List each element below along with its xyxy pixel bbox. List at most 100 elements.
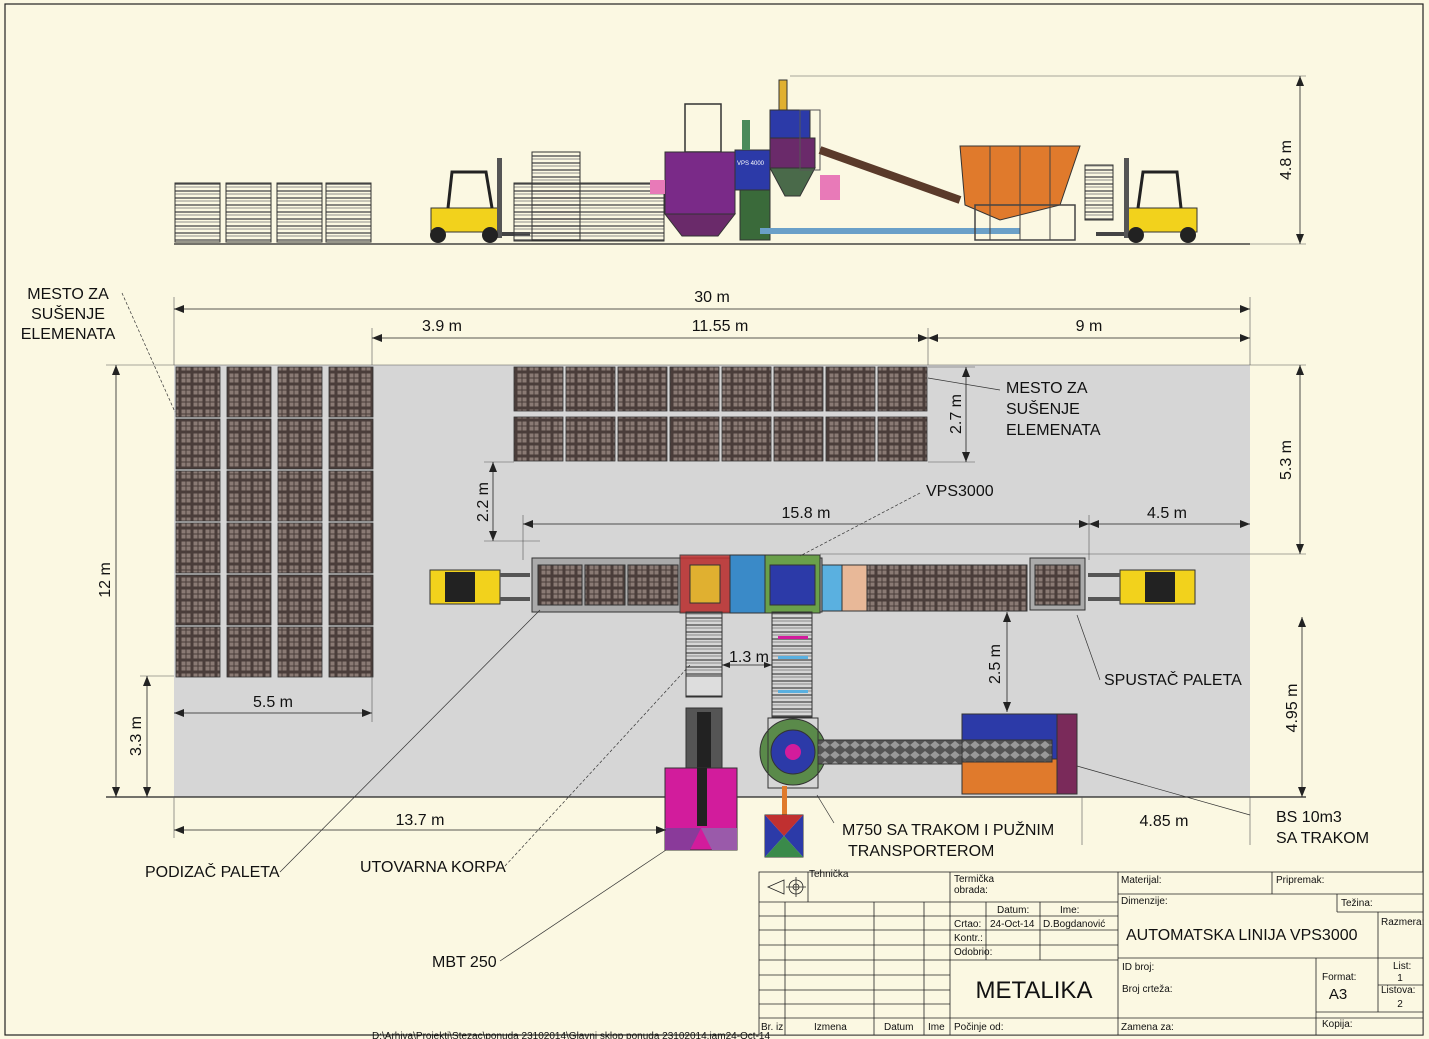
dim-label-seg-2: 11.55 m (692, 318, 749, 335)
tb-tech-label: Tehnička (809, 869, 849, 880)
pallet (328, 470, 374, 522)
pallet (328, 522, 374, 574)
tb-sheets-label: Listova: (1381, 985, 1415, 996)
plan-view: 30 m 3.9 m 11.55 m 9 m 12 m 2.7 m (21, 286, 1369, 971)
label-basket: UTOVARNA KORPA (360, 859, 506, 876)
pallet (175, 366, 221, 418)
tb-rev-no: Br. iz (761, 1022, 783, 1033)
pallet (175, 522, 221, 574)
dim-label-seg-3: 9 m (1076, 318, 1103, 335)
dim-mixer-gap: 1.3 m (722, 649, 772, 668)
pallet (328, 418, 374, 470)
label-drying-left-3: ELEMENATA (21, 326, 116, 343)
pallet (277, 418, 323, 470)
tb-change: Izmena (814, 1022, 847, 1033)
bin-bs10 (961, 713, 1078, 795)
tb-format-value: A3 (1329, 986, 1347, 1003)
pallet (721, 416, 772, 462)
label-lifter: PODIZAČ PALETA (145, 862, 280, 881)
pallet (565, 416, 616, 462)
dim-label-bottom-left: 13.7 m (396, 812, 445, 829)
dim-label-right-gap: 4.5 m (1147, 505, 1187, 522)
pallet (877, 366, 928, 412)
tb-title: AUTOMATSKA LINIJA VPS3000 (1126, 927, 1358, 944)
pallet (669, 416, 720, 462)
dim-label-bin-gap: 2.5 m (987, 644, 1004, 684)
dim-label-seg-1: 3.9 m (422, 318, 462, 335)
pallet (277, 626, 323, 678)
dim-line-length: 15.8 m 4.5 m (522, 505, 1250, 560)
production-line (429, 554, 1196, 614)
label-drying-right-3: ELEMENATA (1006, 422, 1101, 439)
dim-label-rack-depth: 2.7 m (948, 394, 965, 434)
pallet (226, 626, 272, 678)
dim-label-upper-gap: 5.3 m (1278, 440, 1295, 480)
dim-bin-gap: 2.5 m (987, 612, 1011, 712)
label-drying-left-1: MESTO ZA (27, 286, 109, 303)
dim-upper-gap: 5.3 m (820, 365, 1306, 555)
side-pallet-stacks-left (174, 182, 372, 243)
pallet (669, 366, 720, 412)
side-elevation: VPS 4000 (174, 75, 1306, 245)
basket-conveyor (685, 611, 723, 769)
screw-conveyor (817, 739, 964, 765)
pallet (328, 366, 374, 418)
side-rack-right (1084, 164, 1114, 221)
tb-weight: Težina: (1341, 898, 1373, 909)
pallet (175, 470, 221, 522)
pallet (721, 366, 772, 412)
drying-racks-top (513, 366, 928, 462)
tb-material: Materijal: (1121, 875, 1162, 886)
tb-dimensions: Dimenzije: (1121, 896, 1168, 907)
tb-date-label: Datum: (997, 905, 1029, 916)
label-drying-right-1: MESTO ZA (1006, 380, 1088, 397)
dim-bottom-left: 13.7 m (173, 797, 666, 838)
mbt-250 (664, 767, 738, 851)
forklift-left-icon (430, 158, 530, 243)
pallet (277, 366, 323, 418)
label-machine: VPS3000 (926, 483, 994, 500)
pallet (226, 366, 272, 418)
pallet (565, 366, 616, 412)
pallet (175, 626, 221, 678)
tb-drawn: Crtao: (954, 919, 981, 930)
pallet (175, 418, 221, 470)
dim-label-plan-height: 12 m (97, 562, 114, 598)
pallet (277, 470, 323, 522)
dim-label-mixer-gap: 1.3 m (729, 649, 769, 666)
label-bin-2: SA TRAKOM (1276, 830, 1369, 847)
tb-started: Počinje od: (954, 1022, 1003, 1033)
dim-lower-left: 3.3 m (128, 675, 174, 797)
forklift-plan-right-icon (1088, 569, 1196, 605)
pallet (617, 416, 668, 462)
sheet-border (4, 3, 1424, 1036)
dim-lower-right: 4.95 m (1284, 617, 1306, 797)
label-mbt: MBT 250 (432, 954, 497, 971)
vps-machine-side: VPS 4000 (650, 79, 1020, 241)
pallet (277, 522, 323, 574)
tb-prepared: Pripremak: (1276, 875, 1324, 886)
pallet (226, 418, 272, 470)
tb-sheet-value: 1 (1397, 973, 1403, 984)
tb-copy: Kopija: (1322, 1019, 1353, 1030)
pallet (513, 416, 564, 462)
side-discharge (820, 175, 840, 200)
leader-lines (121, 292, 1251, 962)
projection-symbol-icon (767, 877, 806, 897)
tb-rev-name: Ime (928, 1022, 945, 1033)
footer-path: D:\Arhiva\Projekti\Stezac\ponuda 2310201… (372, 1031, 770, 1039)
side-lifter-rack (531, 151, 581, 241)
tb-sheets-value: 2 (1397, 999, 1403, 1010)
tb-name-label: Ime: (1060, 905, 1079, 916)
tb-checked: Kontr.: (954, 933, 983, 944)
dim-label-drying-gap: 2.2 m (475, 482, 492, 522)
pallet (328, 626, 374, 678)
side-conveyor (818, 146, 962, 204)
pallet (877, 416, 928, 462)
dim-rack-depth: 2.7 m (928, 366, 975, 463)
dim-plan-height: 12 m (97, 365, 120, 797)
dim-label-bottom-right: 4.85 m (1140, 813, 1189, 830)
dim-label-storage-width: 5.5 m (253, 694, 293, 711)
label-mixer-2: TRANSPORTEROM (848, 843, 994, 860)
